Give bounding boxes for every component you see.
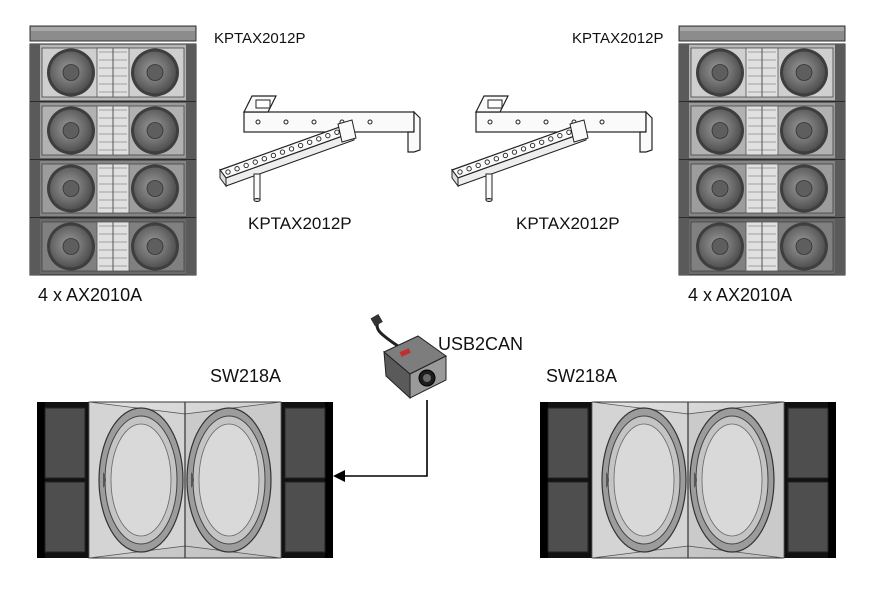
subwoofer-left <box>37 401 333 559</box>
sub-port <box>547 481 589 553</box>
bracket-drawing-right <box>451 95 653 202</box>
sub-port <box>547 407 589 479</box>
bracket-label-left: KPTAX2012P <box>248 214 352 233</box>
array-cabinet <box>29 43 197 102</box>
subwoofer-label-left: SW218A <box>210 366 282 386</box>
sub-port <box>787 481 829 553</box>
array-cabinet <box>678 101 846 160</box>
array-cabinet <box>29 159 197 218</box>
sub-port <box>284 481 326 553</box>
flybar-left <box>29 25 197 42</box>
array-label-left: 4 x AX2010A <box>38 285 143 305</box>
can-connection-line <box>333 400 428 482</box>
interface-label: USB2CAN <box>438 334 524 354</box>
bracket-pin <box>485 173 493 201</box>
line-array-right <box>678 43 846 276</box>
array-cabinet <box>678 217 846 276</box>
subwoofer-label-right: SW218A <box>546 366 618 386</box>
line-array-left <box>29 43 197 276</box>
flybar-right <box>678 25 846 42</box>
subwoofer-right <box>540 401 836 559</box>
bracket-label-right: KPTAX2012P <box>516 214 620 233</box>
sub-port <box>44 481 86 553</box>
bracket-bar-upper <box>243 111 415 133</box>
bracket-pin <box>253 173 261 201</box>
bracket-bar-upper <box>475 111 647 133</box>
array-label-right: 4 x AX2010A <box>688 285 793 305</box>
flybar-label-right: KPTAX2012P <box>572 30 664 47</box>
array-cabinet <box>29 101 197 160</box>
array-cabinet <box>29 217 197 276</box>
usb2can-device <box>370 314 447 400</box>
sub-port <box>44 407 86 479</box>
sub-port <box>787 407 829 479</box>
sub-port <box>284 407 326 479</box>
bracket-drawing-left <box>219 95 421 202</box>
flybar-label-left: KPTAX2012P <box>214 30 306 47</box>
array-cabinet <box>678 159 846 218</box>
array-cabinet <box>678 43 846 102</box>
